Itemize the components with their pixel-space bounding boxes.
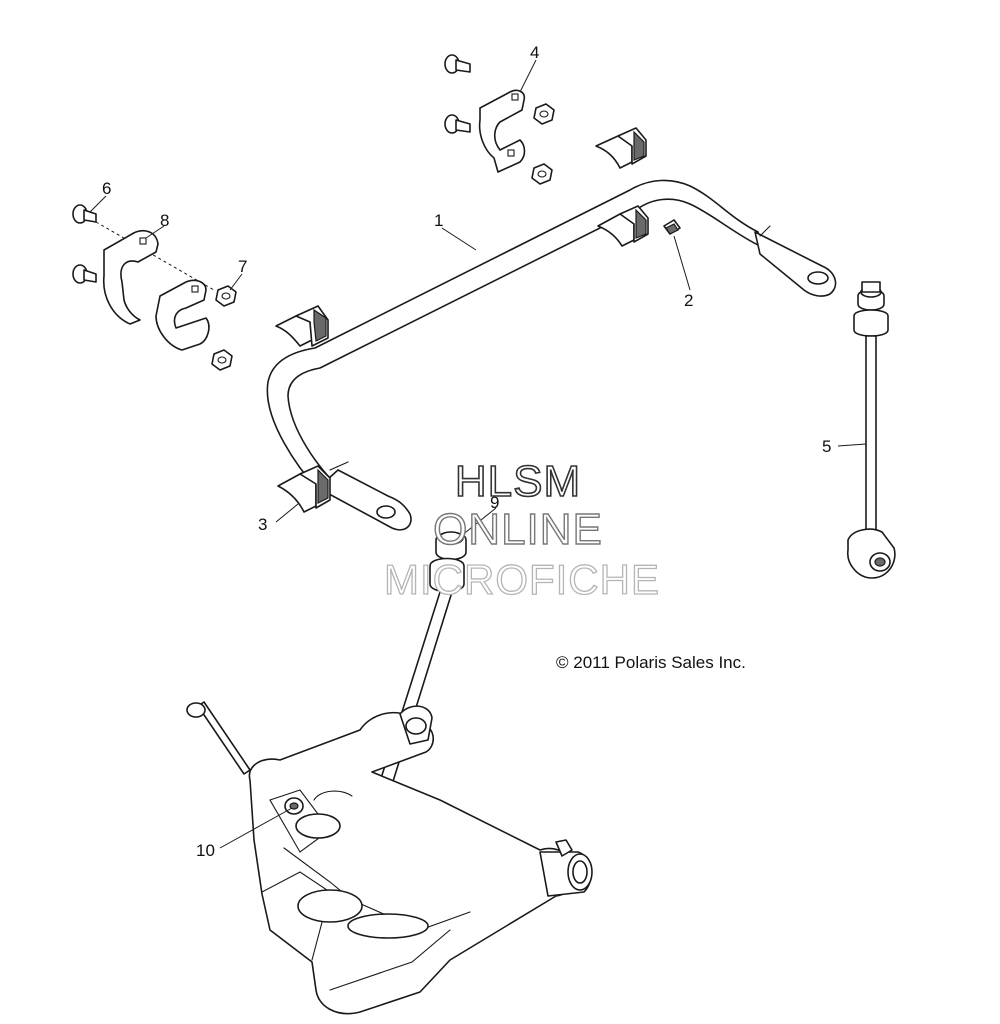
leader-5 (837, 443, 867, 447)
bracket-upper (478, 89, 526, 173)
bracket-left-rear (155, 279, 210, 351)
leader-4 (519, 59, 537, 93)
bushing-middle-right (597, 205, 649, 247)
link-rod-right (847, 281, 896, 579)
leader-3 (275, 503, 299, 523)
callout-3: 3 (258, 515, 267, 534)
callout-9: 9 (490, 493, 499, 512)
callout-2: 2 (684, 291, 693, 310)
leader-2 (673, 235, 691, 291)
callout-10: 10 (196, 841, 215, 860)
callout-8: 8 (160, 211, 169, 230)
leader-9 (455, 507, 497, 541)
copyright-notice: © 2011 Polaris Sales Inc. (556, 653, 746, 672)
bracket-left-front (103, 230, 159, 325)
watermark-line-2: ONLINE (433, 505, 603, 554)
stabilizer-bar (266, 179, 837, 531)
callout-numbers: 1 2 3 4 5 6 7 8 9 10 (102, 43, 831, 860)
callout-7: 7 (238, 257, 247, 276)
watermark-line-3: MICROFICHE (384, 556, 660, 603)
leader-10 (219, 807, 293, 849)
nut-left-b (211, 349, 233, 371)
watermark-line-1: HLSM (455, 457, 581, 506)
set-screw (663, 219, 681, 235)
bolt-upper-b (444, 114, 471, 134)
watermark: HLSM ONLINE MICROFICHE (383, 456, 660, 603)
bolt-left-b (72, 264, 97, 284)
callout-6: 6 (102, 179, 111, 198)
bolt-left-a (72, 204, 97, 224)
nut-upper-a (533, 103, 555, 125)
leader-8 (145, 225, 165, 239)
bushing-upper-right (595, 127, 647, 169)
leader-6 (89, 195, 107, 213)
control-arm (186, 701, 593, 1015)
callout-5: 5 (822, 437, 831, 456)
leader-1 (441, 227, 477, 251)
leader-lines (89, 59, 867, 849)
nut-left-a (215, 285, 237, 307)
leader-7 (229, 273, 243, 291)
callout-4: 4 (530, 43, 539, 62)
dashed-alignment-line (95, 221, 215, 291)
callout-1: 1 (434, 211, 443, 230)
bolt-upper-a (444, 54, 471, 74)
bushing-upper-left (275, 305, 329, 347)
nut-upper-b (531, 163, 553, 185)
bushing-lower-left (277, 465, 331, 513)
